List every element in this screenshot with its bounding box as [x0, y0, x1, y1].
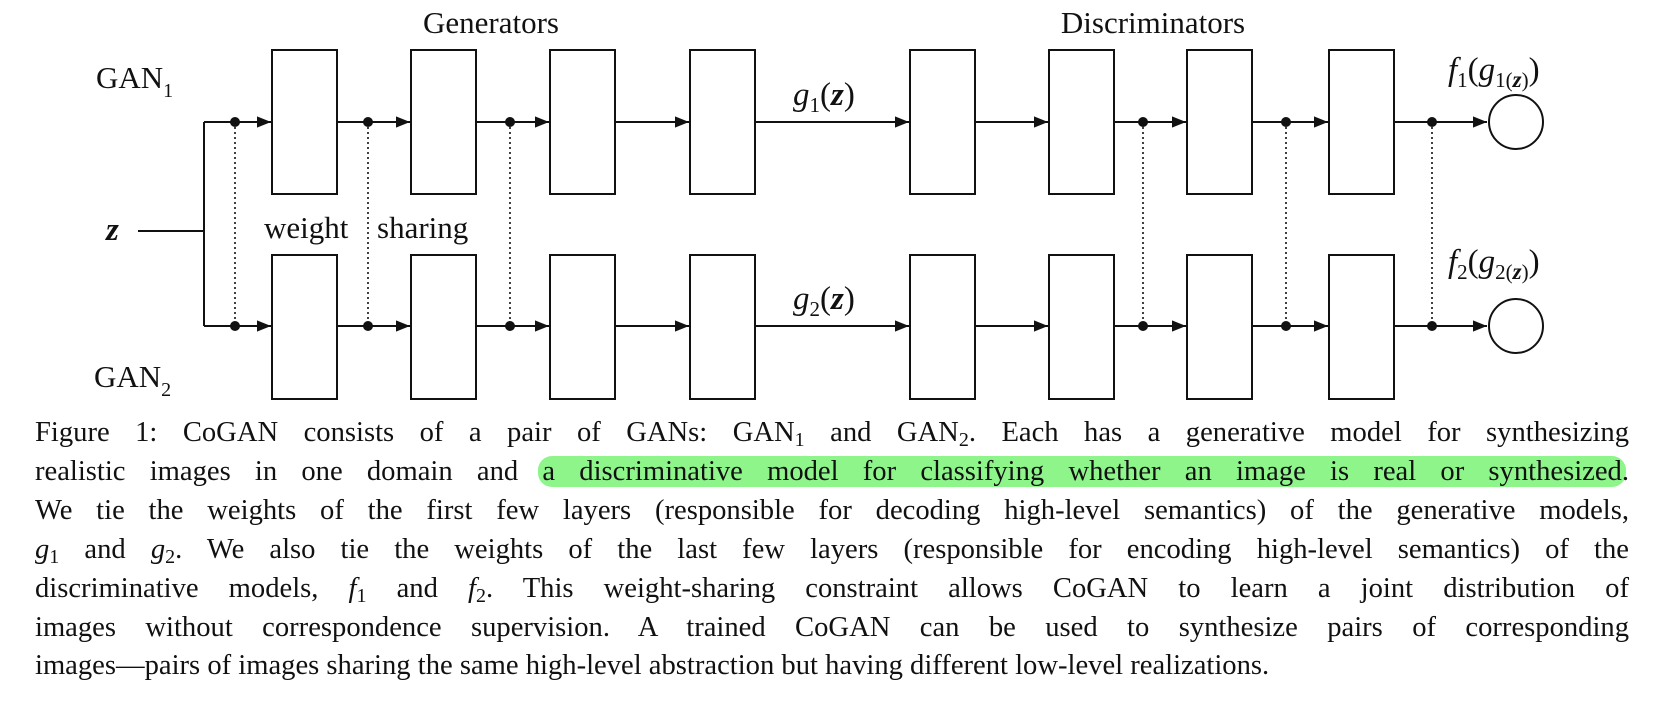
caption-line-2: realistic images in one domain and a dis… [35, 455, 1629, 487]
gan1-generator-layer-1 [271, 49, 338, 195]
input-z-label: z [105, 212, 119, 248]
gan2-output-node [1488, 298, 1544, 354]
input-split-line [138, 122, 205, 326]
gan2-generator-layer-2 [410, 254, 477, 400]
gan1-discriminator-layer-3 [1186, 49, 1253, 195]
gan1-generator-layer-2 [410, 49, 477, 195]
figure-caption: Figure 1: CoGAN consists of a pair of GA… [35, 414, 1629, 686]
weight-sharing-ties [234, 122, 1433, 326]
gan2-generator-layer-3 [549, 254, 616, 400]
discriminators-title: Discriminators [1061, 5, 1245, 40]
caption-line-6: images without correspondence supervisio… [35, 611, 1629, 643]
g1-output-label: g1(z) [793, 77, 855, 117]
gan1-label: GAN1 [96, 60, 173, 102]
caption-line-4: g1 and g2. We also tie the weights of th… [35, 533, 1629, 568]
caption-line-1: Figure 1: CoGAN consists of a pair of GA… [35, 417, 1629, 451]
f1-output-label: f1(g1(z)) [1448, 52, 1540, 92]
gan1-output-node [1488, 94, 1544, 150]
weight-label: weight [264, 210, 349, 245]
gan2-discriminator-layer-3 [1186, 254, 1253, 400]
highlighted-text: a discriminative model for classifying w… [538, 455, 1626, 487]
sharing-label: sharing [377, 210, 468, 245]
gan2-discriminator-layer-4 [1328, 254, 1395, 400]
gan2-label: GAN2 [94, 359, 171, 401]
gan2-generator-layer-4 [689, 254, 756, 400]
gan2-discriminator-layer-1 [909, 254, 976, 400]
weight-sharing-junctions [230, 117, 1437, 331]
caption-line-7: images—pairs of images sharing the same … [35, 650, 1270, 682]
g2-output-label: g2(z) [793, 281, 855, 321]
caption-line-5: discriminative models, f1 and f2. This w… [35, 572, 1629, 607]
gan1-discriminator-layer-2 [1048, 49, 1115, 195]
caption-line-3: We tie the weights of the first few laye… [35, 494, 1629, 526]
generators-title: Generators [423, 5, 559, 40]
cogan-diagram: Generators Discriminators GAN1 GAN2 z we… [94, 5, 1544, 401]
gan1-generator-layer-3 [549, 49, 616, 195]
f2-output-label: f2(g2(z)) [1448, 244, 1540, 284]
gan1-generator-layer-4 [689, 49, 756, 195]
gan2-discriminator-layer-2 [1048, 254, 1115, 400]
gan1-discriminator-layer-1 [909, 49, 976, 195]
gan2-generator-layer-1 [271, 254, 338, 400]
gan1-discriminator-layer-4 [1328, 49, 1395, 195]
